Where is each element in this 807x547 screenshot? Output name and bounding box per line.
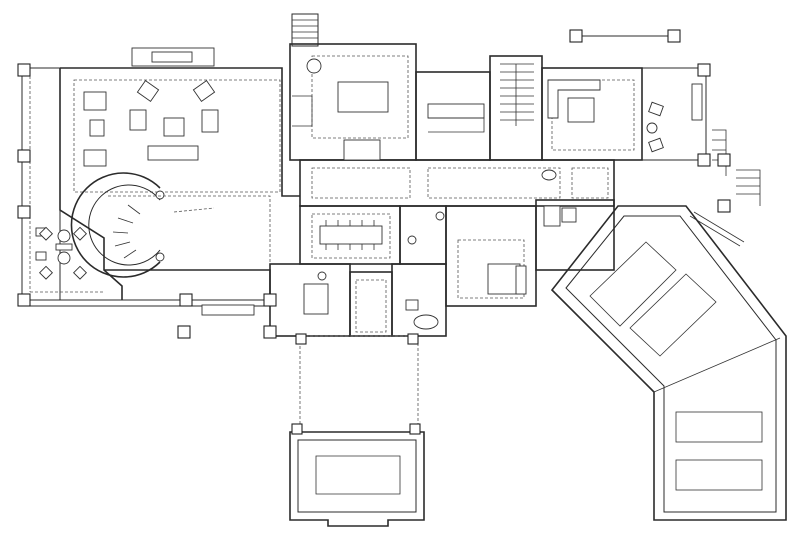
great-room [59, 47, 300, 300]
powder-baths [399, 205, 537, 307]
service-stair [489, 55, 543, 161]
kitchen [289, 13, 417, 161]
front-garage [289, 431, 425, 527]
family-room [541, 67, 643, 161]
pantry [415, 71, 491, 161]
terrace-seating [38, 226, 88, 280]
bedroom-suite [269, 263, 447, 337]
dining-room [299, 205, 401, 265]
spiral-staircase [70, 172, 271, 278]
garage-stair [689, 169, 761, 247]
central-corridor [299, 159, 615, 207]
screened-porch [580, 35, 727, 176]
front-walkway [299, 335, 419, 433]
angled-garage [550, 205, 787, 521]
columns [17, 29, 731, 435]
utility-rooms [535, 199, 615, 271]
